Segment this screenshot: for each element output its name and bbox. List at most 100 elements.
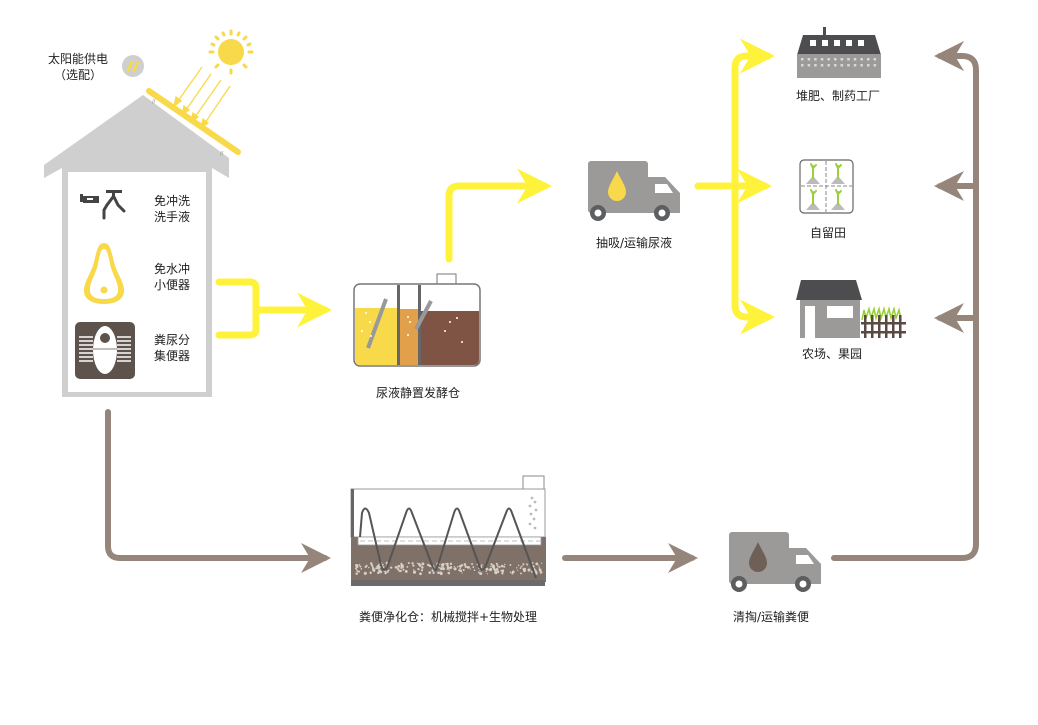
factory-window-dot [853, 64, 857, 67]
pebble [417, 562, 421, 566]
pebble [459, 564, 462, 568]
solar-label-line2: （选配） [54, 68, 103, 82]
factory-window-dot [827, 58, 830, 61]
factory-window-dot [873, 64, 877, 67]
pebble [449, 566, 453, 569]
pebble [369, 572, 372, 575]
pebble [442, 567, 445, 571]
house-item-label-line2: 小便器 [154, 278, 191, 292]
solar-panel-icon: // // [146, 88, 241, 157]
factory-window-dot [801, 64, 804, 67]
pebble [520, 565, 523, 568]
factory-window-dot [853, 58, 857, 61]
pebble [359, 565, 362, 568]
pebble [420, 569, 424, 572]
pebble [406, 565, 409, 568]
pebble [379, 570, 383, 574]
pebble [449, 562, 453, 566]
pebble [453, 567, 457, 571]
factory-window-dot [814, 58, 817, 61]
pebble [498, 565, 501, 568]
pebble [394, 566, 398, 569]
factory-icon [797, 27, 881, 78]
pebble [541, 562, 543, 564]
house-item-label-line2: 洗手液 [154, 210, 191, 224]
factory-window-dot [807, 64, 811, 67]
pebble [360, 568, 363, 570]
pebble [490, 565, 492, 568]
factory-window-dot [834, 64, 837, 67]
feces-tank-label: 粪便净化仓：机械搅拌+生物处理 [358, 610, 538, 624]
field-label: 自留田 [809, 226, 847, 240]
house-item-label-line2: 集便器 [154, 349, 191, 363]
pebble [441, 564, 444, 568]
pebble [373, 570, 376, 572]
pebble [509, 571, 512, 574]
pebble [496, 570, 500, 574]
factory-window-dot [820, 64, 824, 67]
pebble [399, 569, 402, 573]
pebble [378, 563, 380, 566]
pebble [377, 565, 380, 568]
pebble [522, 565, 524, 567]
pebble [485, 567, 489, 571]
factory-window-dot [807, 58, 811, 61]
pebble [538, 565, 540, 567]
pebble [519, 572, 522, 575]
pebble [428, 564, 432, 568]
pebble [368, 566, 370, 569]
factory-window-dot [840, 58, 844, 61]
pebble [538, 567, 541, 569]
pebble [363, 571, 367, 575]
house-item-hand-sanitizer: 免冲洗 洗手液 [154, 193, 190, 225]
pebble [400, 564, 402, 566]
urinal-icon [83, 243, 125, 304]
pebble [355, 572, 358, 575]
pebble [375, 567, 378, 570]
house-item-waterless-urinal: 免水冲 小便器 [154, 261, 190, 293]
urine-tank-label: 尿液静置发酵仓 [375, 386, 461, 400]
factory-window-dot [840, 64, 844, 67]
pebble [440, 571, 443, 574]
pebble [500, 564, 504, 568]
pebble [445, 563, 447, 565]
pebble [411, 562, 414, 565]
house-item-label-line1: 免冲洗 [154, 194, 191, 208]
pebble [419, 572, 422, 576]
pebble [354, 567, 358, 570]
pebble [432, 571, 435, 575]
pebble [448, 569, 450, 571]
pebble [365, 564, 368, 567]
factory-window-dot [827, 64, 830, 67]
factory-window-dot [834, 58, 837, 61]
pebble [466, 566, 470, 569]
pebble [355, 563, 359, 568]
separating-toilet-icon [75, 322, 135, 379]
feces-truck-icon [729, 532, 821, 592]
pebble [382, 566, 385, 568]
pebble [469, 568, 471, 570]
pebble [358, 564, 361, 566]
pebble [531, 562, 534, 564]
factory-label: 堆肥、制药工厂 [795, 89, 881, 103]
pebble [412, 564, 415, 567]
pebble [463, 563, 467, 566]
pebble [495, 562, 498, 565]
pebble [511, 570, 515, 574]
house [44, 95, 229, 397]
pebble [356, 570, 359, 573]
factory-window-dot [820, 58, 824, 61]
pebble [412, 569, 415, 571]
factory-window-dot [847, 58, 850, 61]
farm-label: 农场、果园 [801, 347, 863, 361]
pebble [539, 570, 543, 574]
pebble [535, 571, 537, 574]
pebble [479, 572, 483, 576]
pebble [421, 562, 425, 566]
pebble [517, 564, 520, 567]
pebble [516, 569, 519, 571]
factory-window-dot [873, 58, 877, 61]
feces-truck-label: 清掏/运输粪便 [732, 610, 810, 624]
pebble [535, 562, 539, 566]
